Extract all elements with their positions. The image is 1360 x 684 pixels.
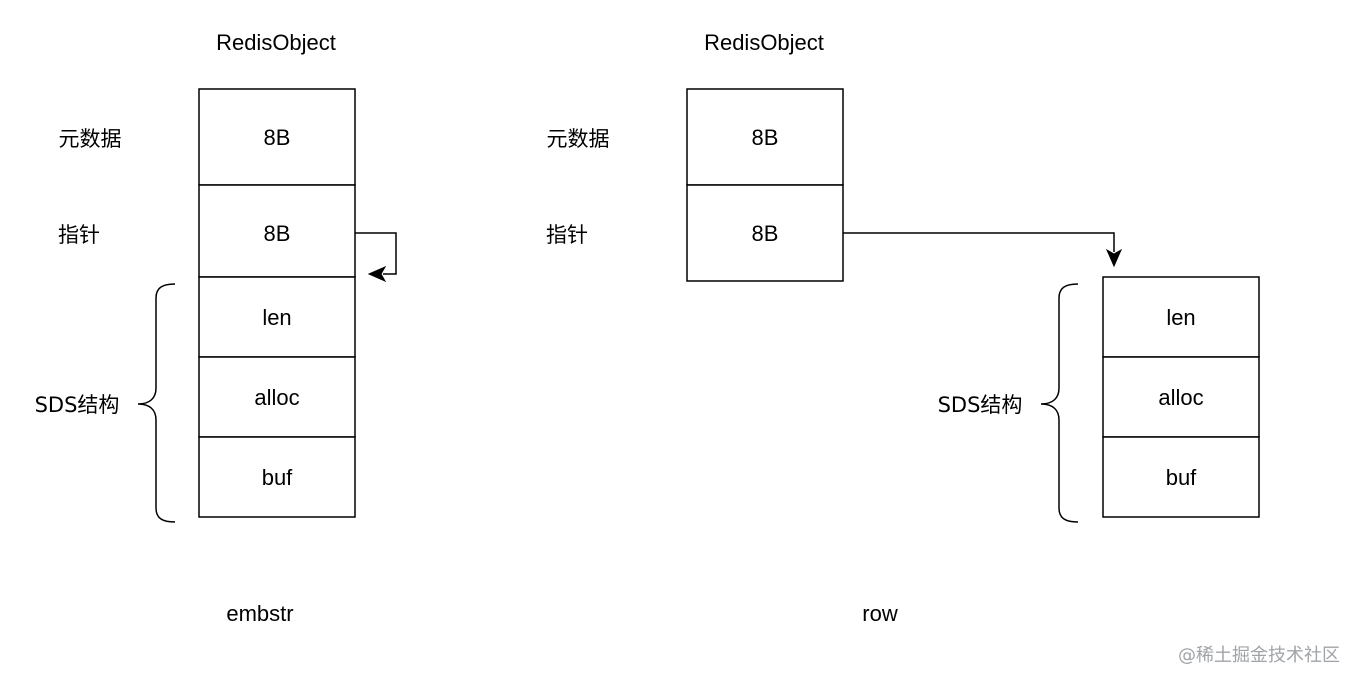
embstr-sds-brace	[137, 283, 176, 523]
raw-pointer-value: 8B	[752, 221, 779, 246]
raw-metadata-cell	[686, 88, 844, 186]
raw-arrowhead	[1105, 248, 1123, 268]
embstr-pointer-cell	[198, 184, 356, 278]
embstr-alloc-label: alloc	[254, 385, 299, 410]
embstr-pointer-value: 8B	[264, 221, 291, 246]
embstr-buf-label: buf	[262, 465, 293, 490]
raw-metadata-value: 8B	[752, 125, 779, 150]
embstr-len-label: len	[262, 305, 291, 330]
raw-buf-label: buf	[1166, 465, 1197, 490]
raw-len-label: len	[1166, 305, 1195, 330]
embstr-pointer-arrow	[355, 232, 397, 275]
raw-pointer-label: 指针	[546, 223, 588, 247]
raw-diagram: RedisObject 8B 8B 元数据 指针 len alloc buf S…	[546, 30, 1260, 626]
raw-pointer-arrow	[843, 232, 1115, 252]
raw-caption: row	[862, 601, 898, 626]
embstr-arrowhead	[367, 265, 387, 283]
raw-sds-label: SDS结构	[938, 393, 1023, 417]
embstr-diagram: RedisObject 8B 8B len alloc buf 元数据 指针 S…	[35, 30, 397, 626]
raw-pointer-cell	[686, 184, 844, 282]
embstr-caption: embstr	[226, 601, 293, 626]
embstr-pointer-label: 指针	[58, 223, 100, 247]
raw-sds-brace	[1040, 283, 1079, 523]
embstr-buf-cell	[198, 436, 356, 518]
raw-len-cell	[1102, 276, 1260, 358]
watermark-text: @稀土掘金技术社区	[1178, 645, 1340, 666]
raw-metadata-label: 元数据	[547, 127, 610, 151]
embstr-metadata-cell	[198, 88, 356, 186]
raw-title: RedisObject	[704, 30, 824, 55]
raw-alloc-label: alloc	[1158, 385, 1203, 410]
embstr-sds-label: SDS结构	[35, 393, 120, 417]
embstr-alloc-cell	[198, 356, 356, 438]
embstr-title: RedisObject	[216, 30, 336, 55]
embstr-len-cell	[198, 276, 356, 358]
embstr-metadata-label: 元数据	[59, 127, 122, 151]
embstr-metadata-value: 8B	[264, 125, 291, 150]
raw-buf-cell	[1102, 436, 1260, 518]
